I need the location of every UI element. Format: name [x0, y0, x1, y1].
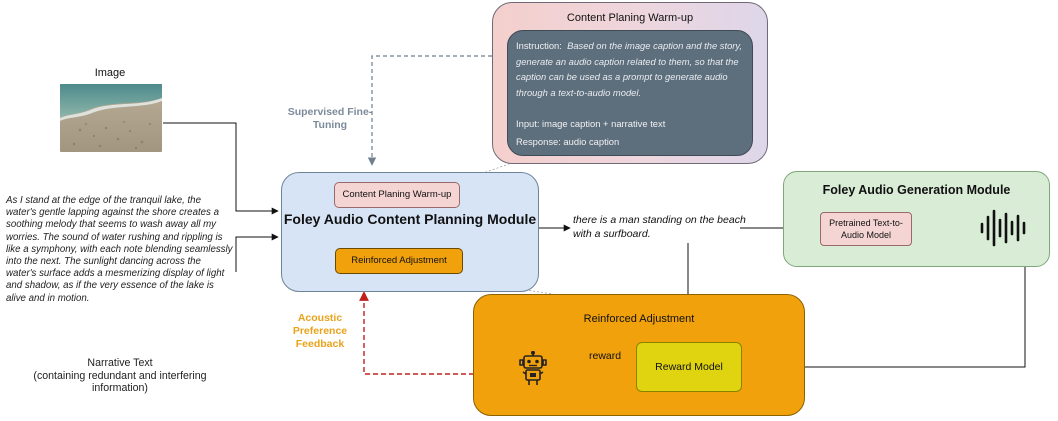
reward-label: reward: [589, 350, 622, 362]
sft-arrow: [367, 55, 492, 166]
feedback-arrow: [359, 291, 514, 375]
instruction-body: Based on the image caption and the story…: [516, 40, 743, 98]
warmup-panel: Content Planing Warm-up Instruction: Bas…: [492, 2, 768, 164]
audio-caption-text: there is a man standing on the beach wit…: [573, 214, 746, 240]
t2a-model: Pretrained Text-to-Audio Model: [820, 212, 912, 246]
feedback-label: Acoustic Preference Feedback: [292, 312, 348, 350]
reward-model: Reward Model: [636, 342, 742, 392]
sft-label: Supervised Fine-Tuning: [287, 106, 373, 131]
reinforced-module: Reinforced Adjustment Reward Model rewar…: [473, 294, 805, 416]
foley-title: Foley Audio Generation Module: [822, 183, 1011, 197]
instruction-label: Instruction:: [516, 40, 562, 51]
foley-module: Foley Audio Generation Module Pretrained…: [783, 171, 1050, 267]
reinforced-pill: Reinforced Adjustment: [335, 248, 463, 274]
narrative-text: As I stand at the edge of the tranquil l…: [6, 195, 233, 304]
reinforced-title: Reinforced Adjustment: [583, 313, 695, 325]
warmup-title: Content Planing Warm-up: [566, 12, 694, 24]
t2a-label: Pretrained Text-to-Audio Model: [829, 218, 903, 240]
beach-photo: [60, 84, 162, 152]
response-text: Response: audio caption: [516, 136, 620, 147]
robot-icon: [519, 351, 547, 385]
waveform-icon: [980, 209, 1026, 247]
planning-title: Foley Audio Content Planning Module: [283, 211, 537, 227]
audio-to-reward-arrow: [740, 247, 1026, 371]
warmup-prompt-box: Instruction: Based on the image caption …: [507, 30, 753, 156]
image-label: Image: [94, 67, 126, 79]
narrative-to-planning-arrow: [235, 233, 279, 272]
narrative-label: Narrative Text (containing redundant and…: [33, 357, 207, 394]
instruction-text: Instruction: Based on the image caption …: [516, 38, 748, 100]
image-to-planning-arrow: [163, 122, 279, 215]
input-text: Input: image caption + narrative text: [516, 118, 666, 129]
planning-module: Content Planing Warm-up Foley Audio Cont…: [281, 172, 539, 292]
warmup-pill: Content Planing Warm-up: [334, 182, 460, 208]
